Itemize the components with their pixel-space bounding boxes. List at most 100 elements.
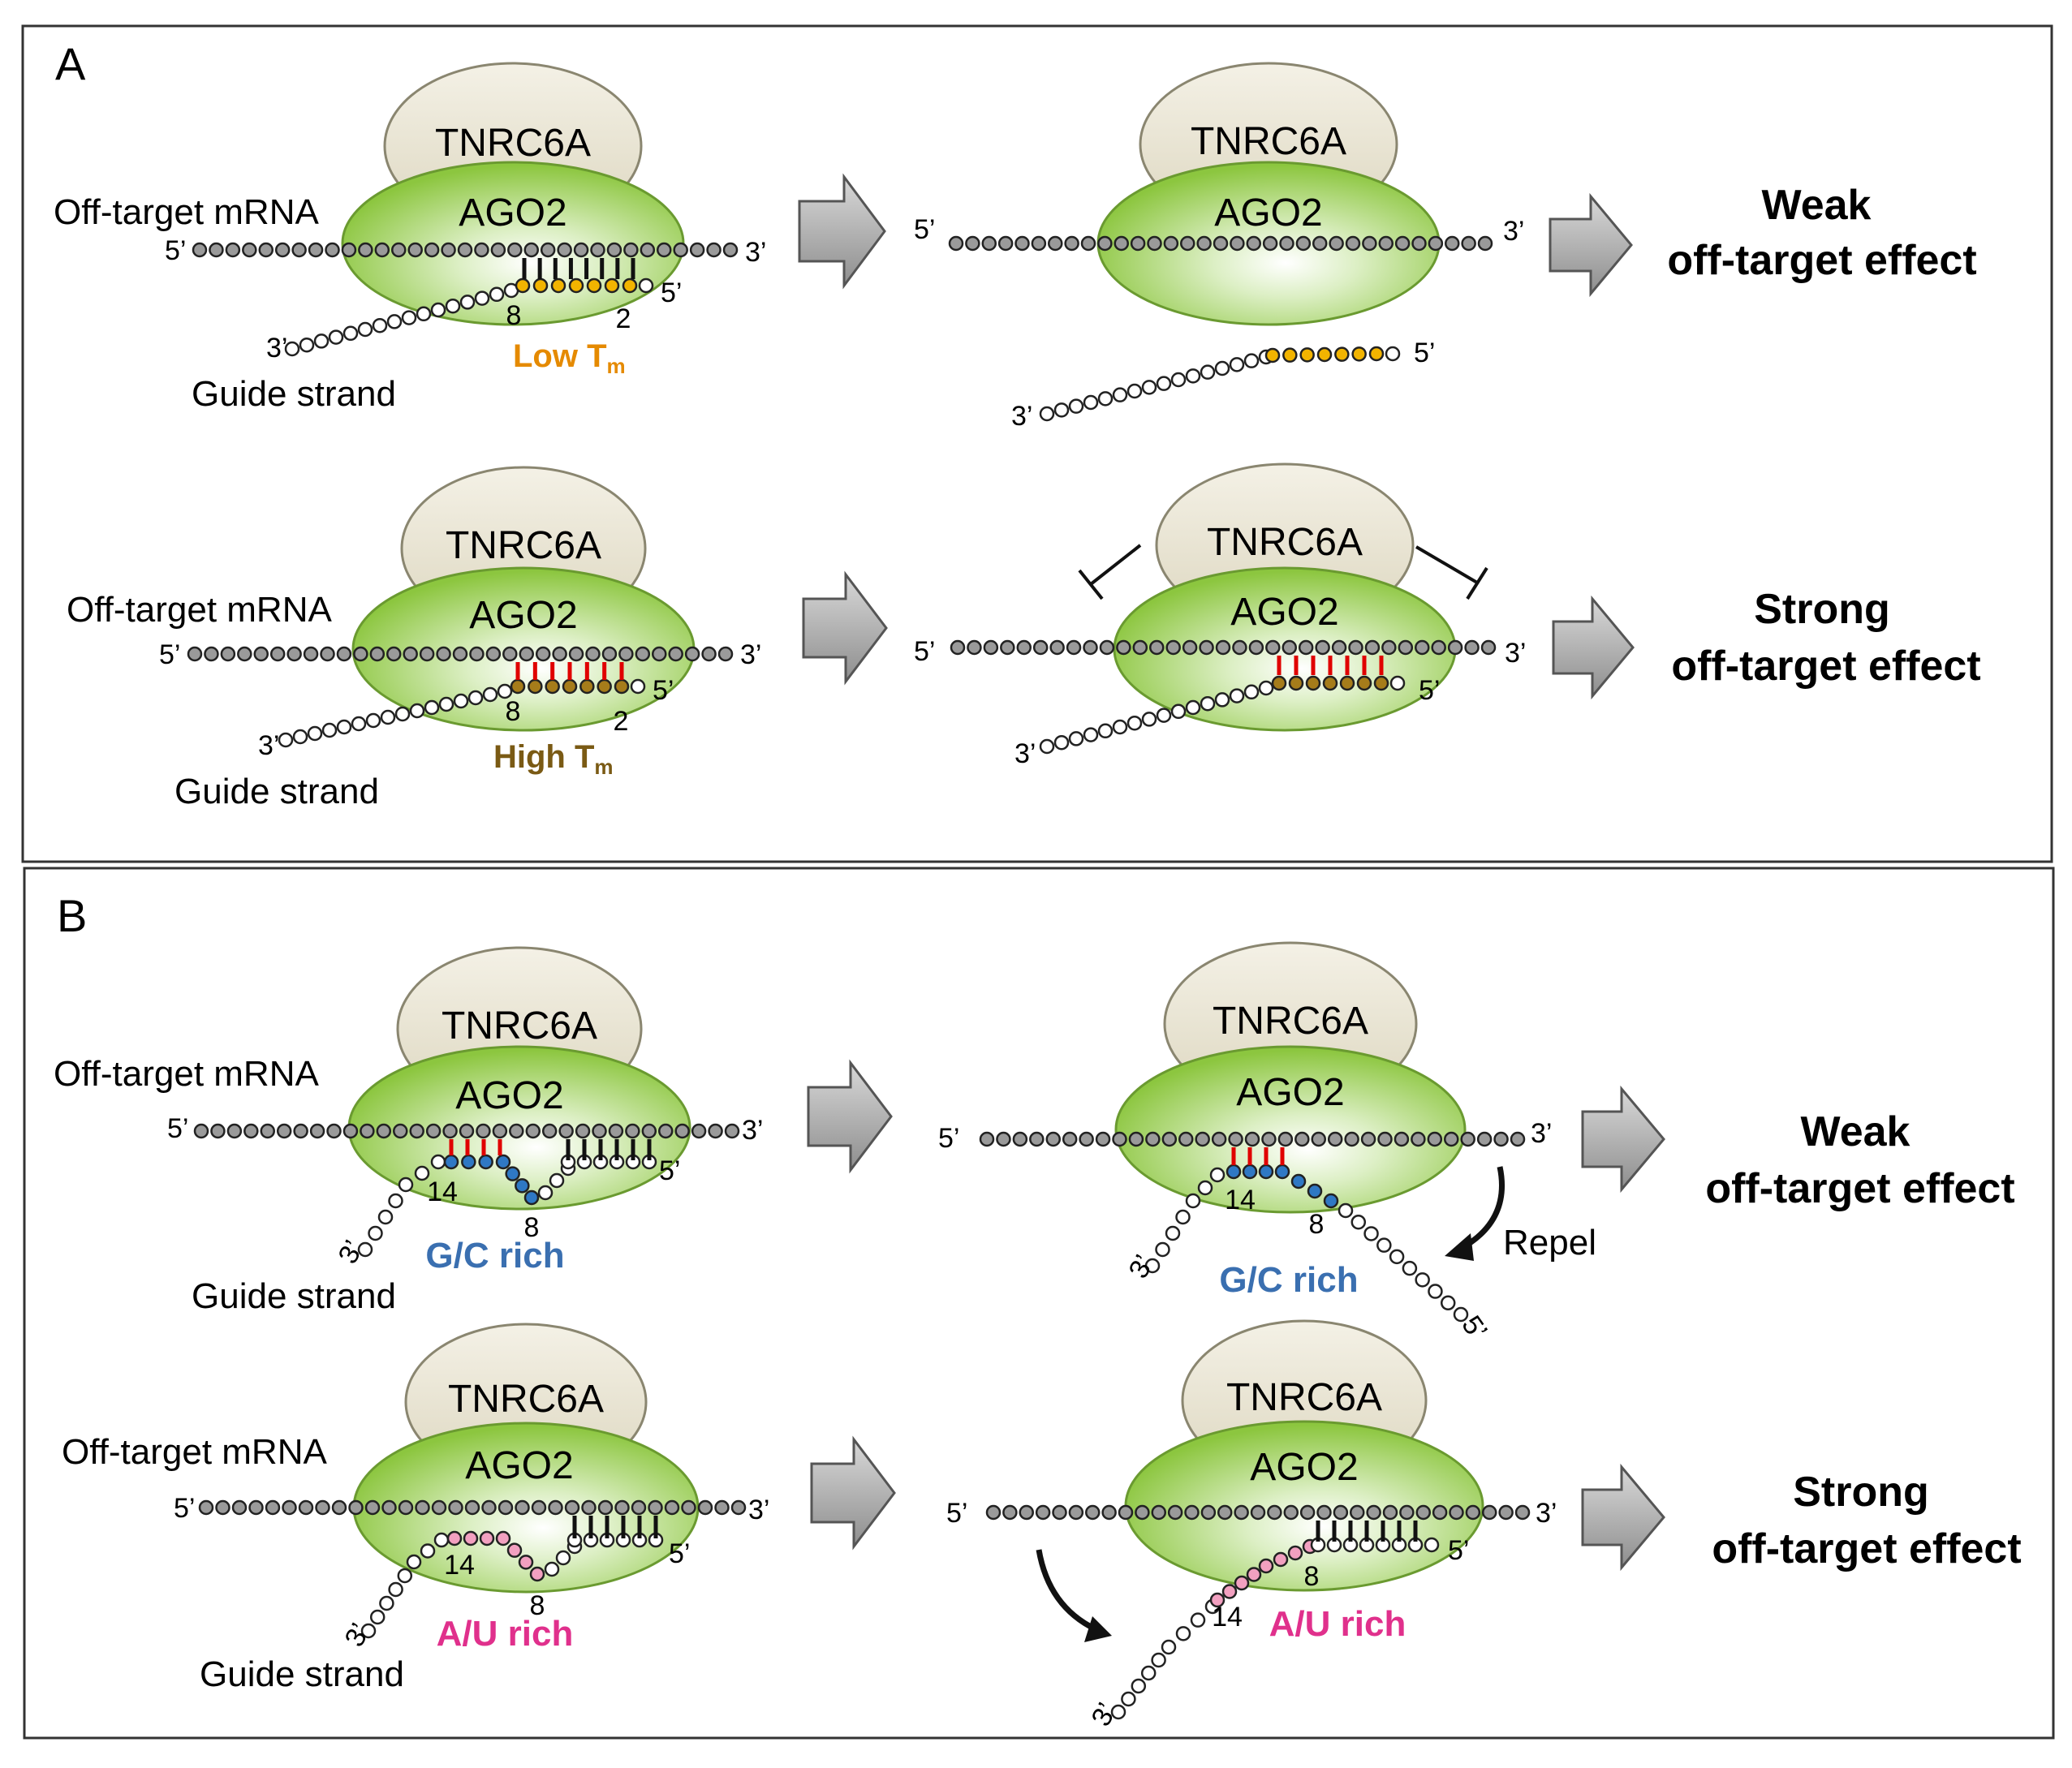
mrna-nucleotide [1299, 1504, 1316, 1521]
mrna-nucleotide [1246, 235, 1261, 252]
a1r-mrna-strand [948, 235, 1493, 252]
mrna-nucleotide [657, 242, 672, 258]
mrna-nucleotide [1101, 1504, 1117, 1521]
position-8: 8 [506, 696, 521, 727]
guide-nucleotide [1083, 394, 1099, 411]
guide-3prime: 3’ [1123, 1250, 1161, 1284]
mrna-nucleotide [225, 242, 241, 258]
au-nucleotide [1246, 1567, 1262, 1582]
mrna-nucleotide [674, 1123, 690, 1139]
mrna-nucleotide [258, 242, 274, 258]
guide-5prime: 5’ [1448, 1535, 1469, 1566]
guide-nucleotide [1112, 387, 1128, 402]
gc-nucleotide [461, 1154, 476, 1170]
mrna-nucleotide [1232, 639, 1247, 656]
position-8: 8 [1304, 1561, 1320, 1592]
mrna-nucleotide [469, 646, 485, 662]
mrna-nucleotide [1000, 639, 1015, 656]
guide-nucleotide [537, 1185, 554, 1201]
mrna-nucleotide [640, 242, 656, 258]
position-2: 2 [616, 303, 631, 334]
mrna-label: Off-target mRNA [62, 1432, 327, 1472]
guide-nucleotide [482, 686, 498, 703]
mrna-3prime: 3’ [1531, 1118, 1552, 1149]
b2r-guide-strand [1110, 1537, 1440, 1720]
mrna-nucleotide [1195, 1131, 1210, 1147]
mrna-nucleotide [1348, 639, 1363, 656]
gc-nucleotide [1274, 1164, 1290, 1180]
b2r-mrna-strand [985, 1504, 1531, 1521]
mrna-nucleotide [326, 1123, 342, 1139]
guide-strand-label: Guide strand [174, 772, 379, 811]
gc-nucleotide [505, 1166, 520, 1181]
mrna-nucleotide [407, 242, 423, 258]
mrna-nucleotide [490, 242, 506, 258]
mrna-nucleotide [641, 1123, 657, 1139]
a2-base-pairs [515, 662, 624, 680]
mrna-nucleotide [431, 1499, 447, 1516]
au-nucleotide [479, 1530, 495, 1546]
mrna-nucleotide [441, 242, 456, 258]
panel-b-label: B [57, 890, 87, 941]
mrna-nucleotide [341, 242, 357, 258]
mrna-nucleotide [291, 242, 307, 258]
mrna-nucleotide [293, 1123, 308, 1139]
mrna-nucleotide [1333, 1504, 1349, 1521]
mrna-nucleotide [265, 1499, 281, 1516]
b1-base-pairs [449, 1139, 652, 1160]
a1-result-arrow [1549, 192, 1633, 298]
mrna-nucleotide [535, 646, 551, 662]
guide-nucleotide [1175, 1209, 1191, 1225]
au-nucleotide [1234, 1575, 1250, 1591]
guide-nucleotide [1453, 1306, 1469, 1323]
mrna-nucleotide [209, 242, 224, 258]
guide-nucleotide [430, 302, 446, 318]
gc-nucleotide [1290, 1173, 1307, 1189]
mrna-nucleotide [1366, 1504, 1381, 1521]
mrna-nucleotide [198, 1499, 214, 1516]
mrna-nucleotide [1447, 639, 1463, 656]
mrna-nucleotide [1377, 1131, 1393, 1147]
guide-nucleotide [420, 1543, 436, 1559]
guide-nucleotide [497, 683, 513, 699]
repel-label: Repel [1503, 1223, 1596, 1263]
au-nucleotide [446, 1530, 463, 1546]
guide-nucleotide [365, 712, 381, 729]
seed-nucleotide [1288, 675, 1304, 691]
panel-a-label: A [55, 38, 86, 89]
guide-5prime: 5’ [659, 1155, 680, 1186]
b1r-mrna-strand [979, 1131, 1526, 1147]
mrna-nucleotide [635, 646, 651, 662]
mrna-nucleotide [398, 1499, 414, 1516]
mrna-nucleotide [391, 242, 407, 258]
position-2: 2 [614, 706, 629, 737]
tnrc6a-label: TNRC6A [1213, 1000, 1368, 1043]
mrna-nucleotide [507, 242, 523, 258]
mrna-nucleotide [386, 646, 402, 662]
mrna-nucleotide [1228, 1131, 1243, 1147]
mrna-nucleotide [1079, 1131, 1094, 1147]
mrna-nucleotide [965, 235, 980, 252]
mrna-nucleotide [231, 1499, 248, 1516]
mrna-nucleotide [985, 1504, 1002, 1521]
guide-nucleotide [1097, 723, 1114, 739]
mrna-nucleotide [585, 646, 601, 662]
ago2-label: AGO2 [1214, 191, 1322, 234]
mrna-nucleotide [1032, 639, 1049, 656]
guide-nucleotide [372, 317, 388, 333]
b1-mrna-strand [193, 1123, 740, 1139]
guide-5prime: 5’ [661, 277, 682, 308]
mrna-nucleotide [210, 1123, 226, 1139]
b1-right-complex: TNRC6A AGO2 Repel 5’ 3’ 5’ 3’ 14 8 G/C r… [938, 941, 1596, 1345]
mrna-nucleotide [1182, 639, 1198, 656]
mrna-nucleotide [519, 646, 534, 662]
guide-nucleotide [328, 329, 344, 345]
guide-3prime: 3’ [1011, 401, 1032, 432]
mrna-nucleotide [575, 1123, 591, 1139]
au-nucleotide [1273, 1551, 1289, 1568]
guide-nucleotide [278, 732, 294, 748]
mrna-nucleotide [1112, 1131, 1127, 1147]
mrna-nucleotide [1016, 639, 1032, 656]
mrna-5prime: 5’ [946, 1498, 967, 1529]
position-14: 14 [1225, 1185, 1256, 1215]
